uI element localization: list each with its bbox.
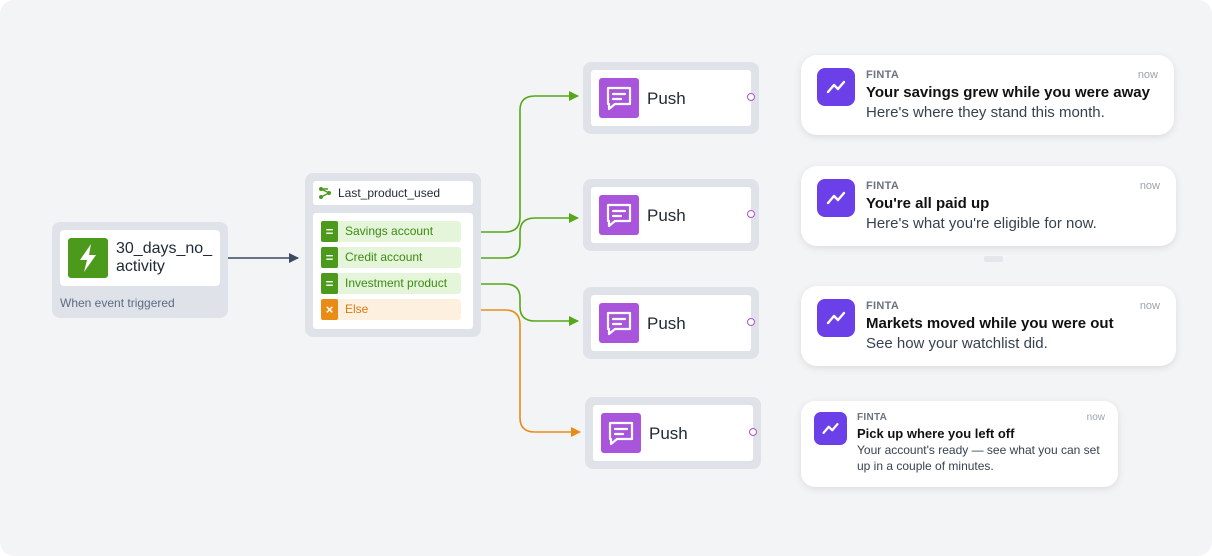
push-label: Push: [647, 206, 686, 225]
push-node-3[interactable]: Push: [583, 287, 759, 359]
split-branch-icon: [318, 186, 332, 205]
connector-investment: [473, 283, 579, 326]
lightning-bolt-icon: [68, 238, 108, 278]
push-card[interactable]: Push: [591, 295, 751, 351]
trigger-event-name: 30_days_no_ activity: [116, 240, 213, 275]
push-card[interactable]: Push: [593, 405, 753, 461]
message-icon: [599, 78, 639, 118]
app-name: FINTA: [857, 412, 888, 423]
app-name: FINTA: [866, 180, 900, 192]
notification-title: Your savings grew while you were away: [866, 84, 1150, 101]
push-node-1[interactable]: Push: [583, 62, 759, 134]
trend-up-icon: [817, 68, 855, 106]
message-icon: [599, 303, 639, 343]
split-title: Last_product_used: [338, 186, 441, 200]
branch-label: Investment product: [345, 276, 448, 290]
trigger-card[interactable]: 30_days_no_ activity: [60, 230, 220, 286]
trend-up-icon: [814, 412, 847, 445]
notification-preview-2[interactable]: FINTA now You're all paid up Here's what…: [801, 166, 1176, 246]
split-node[interactable]: Last_product_used = Savings account = Cr…: [305, 173, 481, 337]
notification-preview-4[interactable]: FINTA now Pick up where you left off You…: [801, 401, 1118, 487]
branch-label: Savings account: [345, 224, 434, 238]
branch-label: Credit account: [345, 250, 423, 264]
notification-title: Markets moved while you were out: [866, 315, 1114, 332]
notification-body: Here's where they stand this month.: [866, 104, 1105, 121]
notification-time: now: [1086, 412, 1105, 423]
push-card[interactable]: Push: [591, 187, 751, 243]
trend-up-icon: [817, 299, 855, 337]
equals-icon: =: [321, 247, 338, 268]
push-node-2[interactable]: Push: [583, 179, 759, 251]
equals-icon: =: [321, 221, 338, 242]
notification-time: now: [1137, 69, 1158, 81]
notification-body: See how your watchlist did.: [866, 335, 1048, 352]
divider-handle: [984, 256, 1003, 262]
push-node-4[interactable]: Push: [585, 397, 761, 469]
app-name: FINTA: [866, 69, 900, 81]
equals-icon: =: [321, 273, 338, 294]
notification-title: You're all paid up: [866, 195, 990, 212]
message-icon: [599, 195, 639, 235]
push-output-port[interactable]: [749, 428, 757, 436]
app-name: FINTA: [866, 300, 900, 312]
split-header[interactable]: Last_product_used: [313, 181, 473, 205]
branch-investment-product[interactable]: = Investment product: [321, 273, 461, 294]
push-output-port[interactable]: [747, 210, 755, 218]
close-x-icon: ×: [321, 299, 338, 320]
message-icon: [601, 413, 641, 453]
branch-credit-account[interactable]: = Credit account: [321, 247, 461, 268]
push-output-port[interactable]: [747, 318, 755, 326]
push-label: Push: [647, 89, 686, 108]
branch-else[interactable]: × Else: [321, 299, 461, 320]
notification-preview-3[interactable]: FINTA now Markets moved while you were o…: [801, 286, 1176, 366]
notification-body: Your account's ready — see what you can …: [857, 443, 1100, 473]
trend-up-icon: [817, 179, 855, 217]
branch-label: Else: [345, 302, 369, 316]
connector-else: [473, 309, 581, 437]
push-label: Push: [649, 424, 688, 443]
notification-time: now: [1139, 180, 1160, 192]
branch-savings-account[interactable]: = Savings account: [321, 221, 461, 242]
connector-credit: [473, 213, 579, 259]
push-card[interactable]: Push: [591, 70, 751, 126]
trigger-caption: When event triggered: [60, 296, 175, 310]
push-label: Push: [647, 314, 686, 333]
split-branches: = Savings account = Credit account = Inv…: [313, 213, 473, 329]
connector-savings: [473, 91, 579, 233]
trigger-node[interactable]: 30_days_no_ activity When event triggere…: [52, 222, 228, 318]
push-output-port[interactable]: [747, 93, 755, 101]
notification-time: now: [1139, 300, 1160, 312]
notification-preview-1[interactable]: FINTA now Your savings grew while you we…: [801, 55, 1174, 135]
notification-title: Pick up where you left off: [857, 426, 1015, 441]
notification-body: Here's what you're eligible for now.: [866, 215, 1097, 232]
